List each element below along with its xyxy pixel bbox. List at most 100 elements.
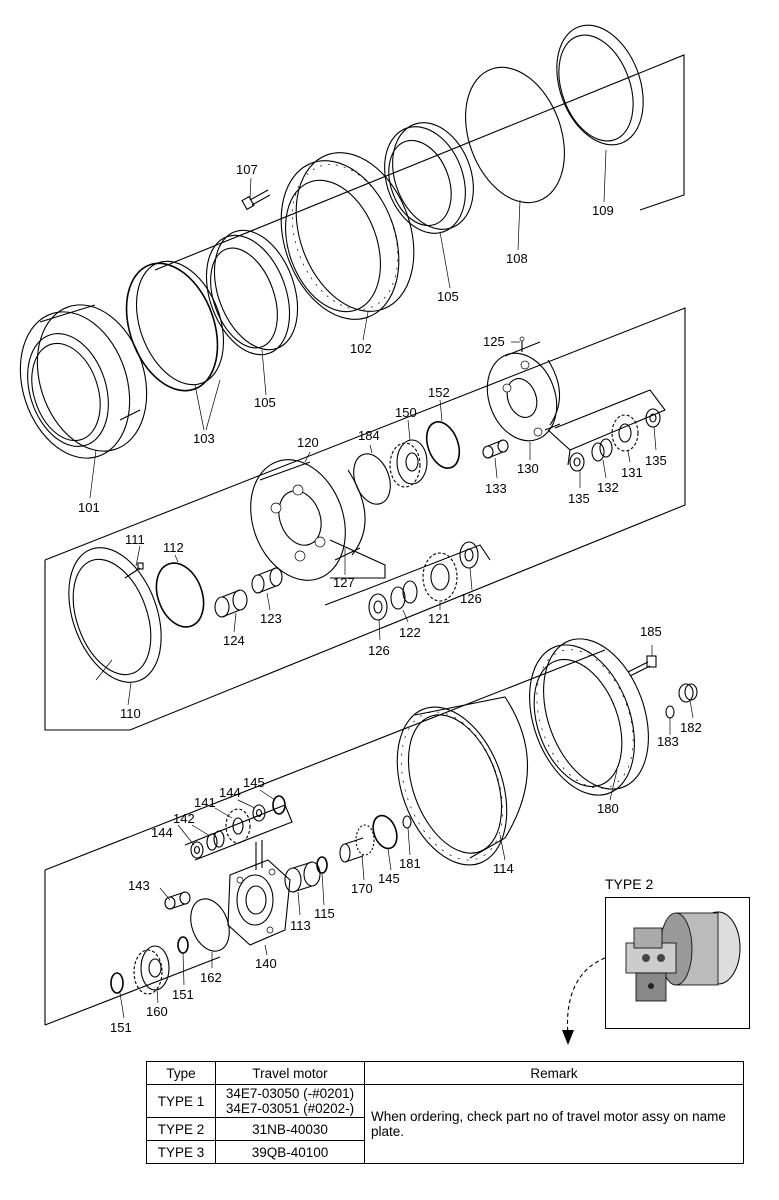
- part-162-ring: [190, 898, 230, 952]
- motor-line-2: 34E7-03051 (#0202-): [225, 1101, 355, 1116]
- inset-type-label: TYPE 2: [605, 876, 654, 892]
- part-123-pin: [251, 567, 283, 594]
- part-107-bolt: [241, 189, 271, 211]
- cell-type: TYPE 2: [146, 1117, 216, 1141]
- label-127: 127: [333, 575, 355, 590]
- type2-inset-image: [605, 897, 750, 1029]
- part-126-washer-right: [459, 541, 479, 569]
- label-135-left: 135: [568, 491, 590, 506]
- label-135-right: 135: [645, 453, 667, 468]
- part-170-shaft: [339, 824, 375, 863]
- label-125: 125: [483, 334, 505, 349]
- header-type: Type: [146, 1061, 216, 1085]
- part-144-washer-right: [252, 804, 266, 822]
- part-145-ring-mid: [372, 814, 398, 850]
- label-151-right: 151: [172, 987, 194, 1002]
- part-126-washer-left: [368, 593, 388, 621]
- part-135-washer-left: [569, 452, 585, 472]
- part-133-pin: [482, 439, 509, 459]
- label-122: 122: [399, 625, 421, 640]
- label-185: 185: [640, 624, 662, 639]
- part-124-sleeve: [214, 589, 248, 618]
- label-105-right: 105: [437, 289, 459, 304]
- cell-type: TYPE 3: [146, 1140, 216, 1164]
- part-121-gear: [422, 552, 458, 602]
- label-140: 140: [255, 956, 277, 971]
- label-113: 113: [290, 918, 311, 933]
- label-109: 109: [592, 203, 614, 218]
- label-144-left: 144: [151, 825, 173, 840]
- label-145-top: 145: [243, 775, 265, 790]
- table-row: TYPE 3 39QB-40100: [146, 1140, 744, 1164]
- header-remark: Remark: [364, 1061, 744, 1085]
- part-145-ring-top: [272, 795, 286, 815]
- part-182-plug: [678, 683, 698, 703]
- label-115: 115: [314, 906, 335, 921]
- part-183-ring: [665, 705, 675, 719]
- label-121: 121: [428, 611, 450, 626]
- motor-line-1: 34E7-03050 (-#0201): [225, 1086, 355, 1101]
- part-181-ring: [402, 815, 412, 829]
- part-108-o-ring: [465, 66, 565, 204]
- leader-lines: [89, 149, 694, 1019]
- part-135-washer-right: [645, 408, 661, 428]
- label-111: 111: [125, 532, 145, 547]
- part-112-ring: [155, 562, 205, 628]
- label-180: 180: [597, 801, 619, 816]
- cell-travel-motor: 34E7-03050 (-#0201) 34E7-03051 (#0202-): [215, 1084, 365, 1118]
- part-101-flange: [19, 304, 148, 459]
- part-143-pin: [164, 891, 191, 910]
- label-120: 120: [297, 435, 319, 450]
- table-row: TYPE 2 31NB-40030: [146, 1117, 744, 1141]
- travel-motor-illustration: [625, 911, 741, 1002]
- part-132-spacer: [591, 438, 613, 462]
- part-130-carrier: [486, 341, 561, 442]
- part-144-washer-left: [190, 841, 204, 859]
- part-152-ring: [425, 421, 461, 469]
- label-114: 114: [493, 861, 514, 876]
- label-110: 110: [120, 706, 141, 721]
- part-102-drum: [280, 152, 415, 320]
- part-114-housing: [396, 696, 528, 866]
- part-151-ring-right: [177, 936, 189, 954]
- label-102: 102: [350, 341, 372, 356]
- exploded-parts-diagram: 101 103 105 102 107 105 108 109 111 112 …: [19, 24, 702, 1045]
- part-180-flange: [529, 638, 649, 796]
- part-105-bearing-left: [205, 229, 299, 356]
- section-frame-lines: [44, 54, 686, 1026]
- label-112: 112: [163, 540, 184, 555]
- table-row: TYPE 1 34E7-03050 (-#0201) 34E7-03051 (#…: [146, 1084, 744, 1164]
- part-184-ring: [353, 453, 391, 505]
- label-107: 107: [236, 162, 258, 177]
- label-151-left: 151: [110, 1020, 132, 1035]
- part-125-pin: [519, 336, 525, 352]
- label-132: 132: [597, 480, 619, 495]
- part-13x-box: [547, 389, 666, 466]
- part-111-bolt: [124, 562, 144, 579]
- part-115-ring: [316, 856, 328, 874]
- label-123: 123: [260, 611, 282, 626]
- label-141: 141: [194, 795, 216, 810]
- cell-remark: When ordering, check part no of travel m…: [364, 1084, 744, 1164]
- label-144-right: 144: [219, 785, 241, 800]
- label-160: 160: [146, 1004, 168, 1019]
- part-127-box: [329, 539, 386, 579]
- part-105-bearing-right: [384, 122, 474, 234]
- travel-motor-table: Type Travel motor Remark TYPE 1 34E7-030…: [146, 1061, 744, 1164]
- part-140-carrier: [227, 840, 291, 946]
- part-110-cover: [68, 547, 162, 683]
- part-113-sleeve: [284, 861, 321, 893]
- label-101: 101: [78, 500, 100, 515]
- label-108: 108: [506, 251, 528, 266]
- part-126-box: [324, 544, 491, 606]
- label-181: 181: [399, 856, 421, 871]
- part-185-bolt: [627, 655, 657, 677]
- cell-travel-motor: 31NB-40030: [215, 1117, 365, 1141]
- label-182: 182: [680, 720, 702, 735]
- label-103: 103: [193, 431, 215, 446]
- part-103-o-rings: [125, 260, 225, 392]
- label-162: 162: [200, 970, 222, 985]
- part-number-labels: 101 103 105 102 107 105 108 109 111 112 …: [78, 162, 702, 1035]
- label-131: 131: [621, 465, 643, 480]
- part-142-spacer: [206, 830, 225, 851]
